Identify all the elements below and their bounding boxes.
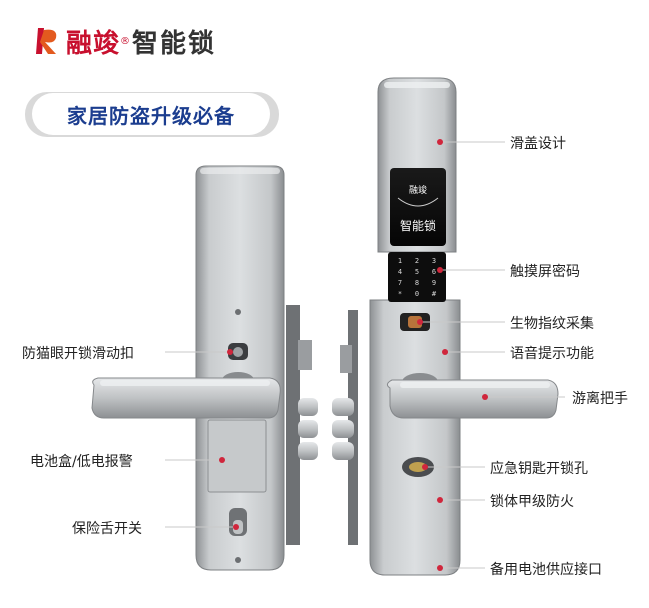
right-lower-body	[369, 299, 461, 576]
left-mortise-plate	[286, 305, 300, 545]
keypad-key: 6	[432, 268, 436, 276]
display-panel	[390, 168, 446, 246]
right-deadbolts	[332, 398, 354, 460]
label-peephole-slide: 防猫眼开锁滑动扣	[22, 346, 134, 362]
screw-icon	[235, 309, 241, 315]
keypad-key: 7	[398, 279, 402, 287]
keypad-key: 8	[415, 279, 419, 287]
label-battery-box: 电池盒/低电报警	[30, 454, 133, 470]
left-lock	[91, 165, 318, 571]
label-free-handle: 游离把手	[572, 391, 628, 407]
keypad-panel	[388, 252, 446, 302]
left-latch	[298, 340, 312, 370]
panel-logo: 融竣	[409, 184, 427, 196]
label-emergency-keyhole: 应急钥匙开锁孔	[490, 461, 588, 477]
keypad-key: 1	[398, 257, 402, 265]
label-voice-prompt: 语音提示功能	[510, 346, 594, 362]
keypad-key: *	[398, 290, 402, 298]
brand-suffix: 智能锁	[132, 28, 217, 59]
label-slide-cover: 滑盖设计	[510, 136, 566, 152]
banner-text: 家居防盗升级必备	[67, 103, 235, 128]
brand-header: 融竣 ® 智能锁	[34, 24, 217, 59]
registered-mark: ®	[120, 35, 131, 47]
brand-logo-icon	[36, 28, 57, 54]
keypad-key: 2	[415, 257, 419, 265]
screw-icon	[235, 557, 241, 563]
keypad-key: 9	[432, 279, 436, 287]
battery-box	[207, 419, 267, 493]
right-handle	[386, 379, 559, 419]
right-lock: 融竣 智能锁 1 2 3 4 5 6 7 8 9 * 0 #	[332, 77, 559, 576]
label-fireproof-body: 锁体甲级防火	[490, 494, 574, 510]
keypad-key: 5	[415, 268, 419, 276]
panel-title: 智能锁	[400, 218, 436, 233]
keypad-key: 3	[432, 257, 436, 265]
keypad-key: 4	[398, 268, 402, 276]
keypad-key: 0	[415, 290, 419, 298]
label-touch-password: 触摸屏密码	[510, 264, 580, 280]
brand-name: 融竣	[66, 28, 121, 59]
label-fingerprint: 生物指纹采集	[510, 316, 594, 332]
left-handle	[91, 377, 281, 419]
label-backup-power: 备用电池供应接口	[490, 562, 602, 578]
left-deadbolts	[298, 398, 318, 460]
banner: 家居防盗升级必备	[32, 93, 270, 135]
keypad-keys: 1 2 3 4 5 6 7 8 9 * 0 #	[398, 257, 437, 298]
label-deadbolt-switch: 保险舌开关	[72, 521, 142, 537]
keypad-key: #	[432, 290, 437, 298]
callout-dots	[219, 139, 488, 571]
callout-lines	[165, 141, 565, 569]
